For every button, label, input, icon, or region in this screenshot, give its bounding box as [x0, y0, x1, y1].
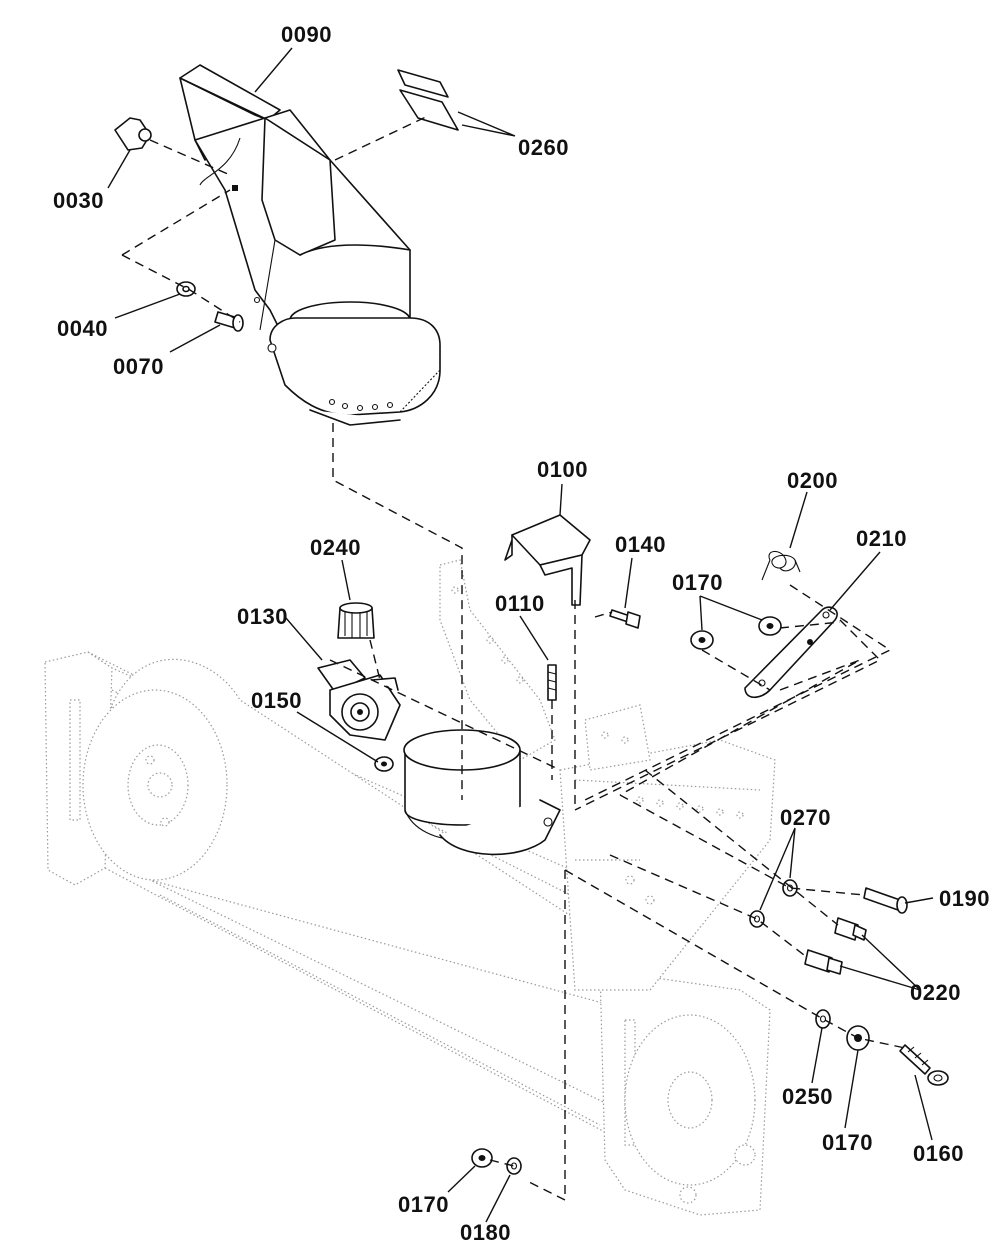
auger-housing	[44, 559, 776, 1216]
callout-0040: 0040	[57, 316, 108, 341]
flange-nut-upper	[690, 616, 782, 650]
callout-0260: 0260	[518, 135, 569, 160]
callout-0250: 0250	[782, 1084, 833, 1109]
flange-nut-bottom	[471, 1148, 493, 1168]
callout-0170-upper: 0170	[672, 570, 723, 595]
callout-0140: 0140	[615, 532, 666, 557]
spring	[761, 550, 801, 581]
callout-0200: 0200	[787, 468, 838, 493]
bolts-0220	[804, 917, 867, 975]
callout-0190: 0190	[939, 886, 990, 911]
cover-bracket	[504, 514, 591, 606]
discharge-chute	[179, 64, 441, 426]
washer-0180	[506, 1157, 522, 1175]
callout-0270: 0270	[780, 805, 831, 830]
callout-0130: 0130	[237, 604, 288, 629]
chute-motor	[317, 659, 401, 741]
drive-gear	[337, 602, 375, 639]
decals	[397, 69, 459, 131]
knob	[114, 117, 152, 151]
assembly-lines	[121, 114, 906, 1202]
nut-0150	[374, 756, 394, 772]
washer-0250	[815, 1009, 831, 1029]
callout-0030: 0030	[53, 188, 104, 213]
link-plate	[744, 606, 838, 699]
callout-0210: 0210	[856, 526, 907, 551]
leader-lines	[107, 47, 934, 1223]
callout-0180: 0180	[460, 1220, 511, 1243]
callout-0170-right: 0170	[822, 1130, 873, 1155]
callout-0240: 0240	[310, 535, 361, 560]
clevis-pin	[863, 887, 908, 914]
callout-0220: 0220	[910, 980, 961, 1005]
callout-0150: 0150	[251, 688, 302, 713]
callout-0100: 0100	[537, 457, 588, 482]
callout-0110: 0110	[495, 591, 545, 616]
screw-0110	[547, 664, 557, 701]
callout-0160: 0160	[913, 1141, 964, 1166]
callout-0070: 0070	[113, 354, 164, 379]
callout-labels: 0090 0260 0030 0040 0070 0100 0200 0210 …	[53, 22, 990, 1243]
callout-0170-bottom: 0170	[398, 1192, 449, 1217]
callout-0090: 0090	[281, 22, 332, 47]
eye-bolt	[899, 1044, 949, 1086]
screw-0140	[609, 609, 641, 629]
carriage-bolt	[214, 311, 244, 332]
